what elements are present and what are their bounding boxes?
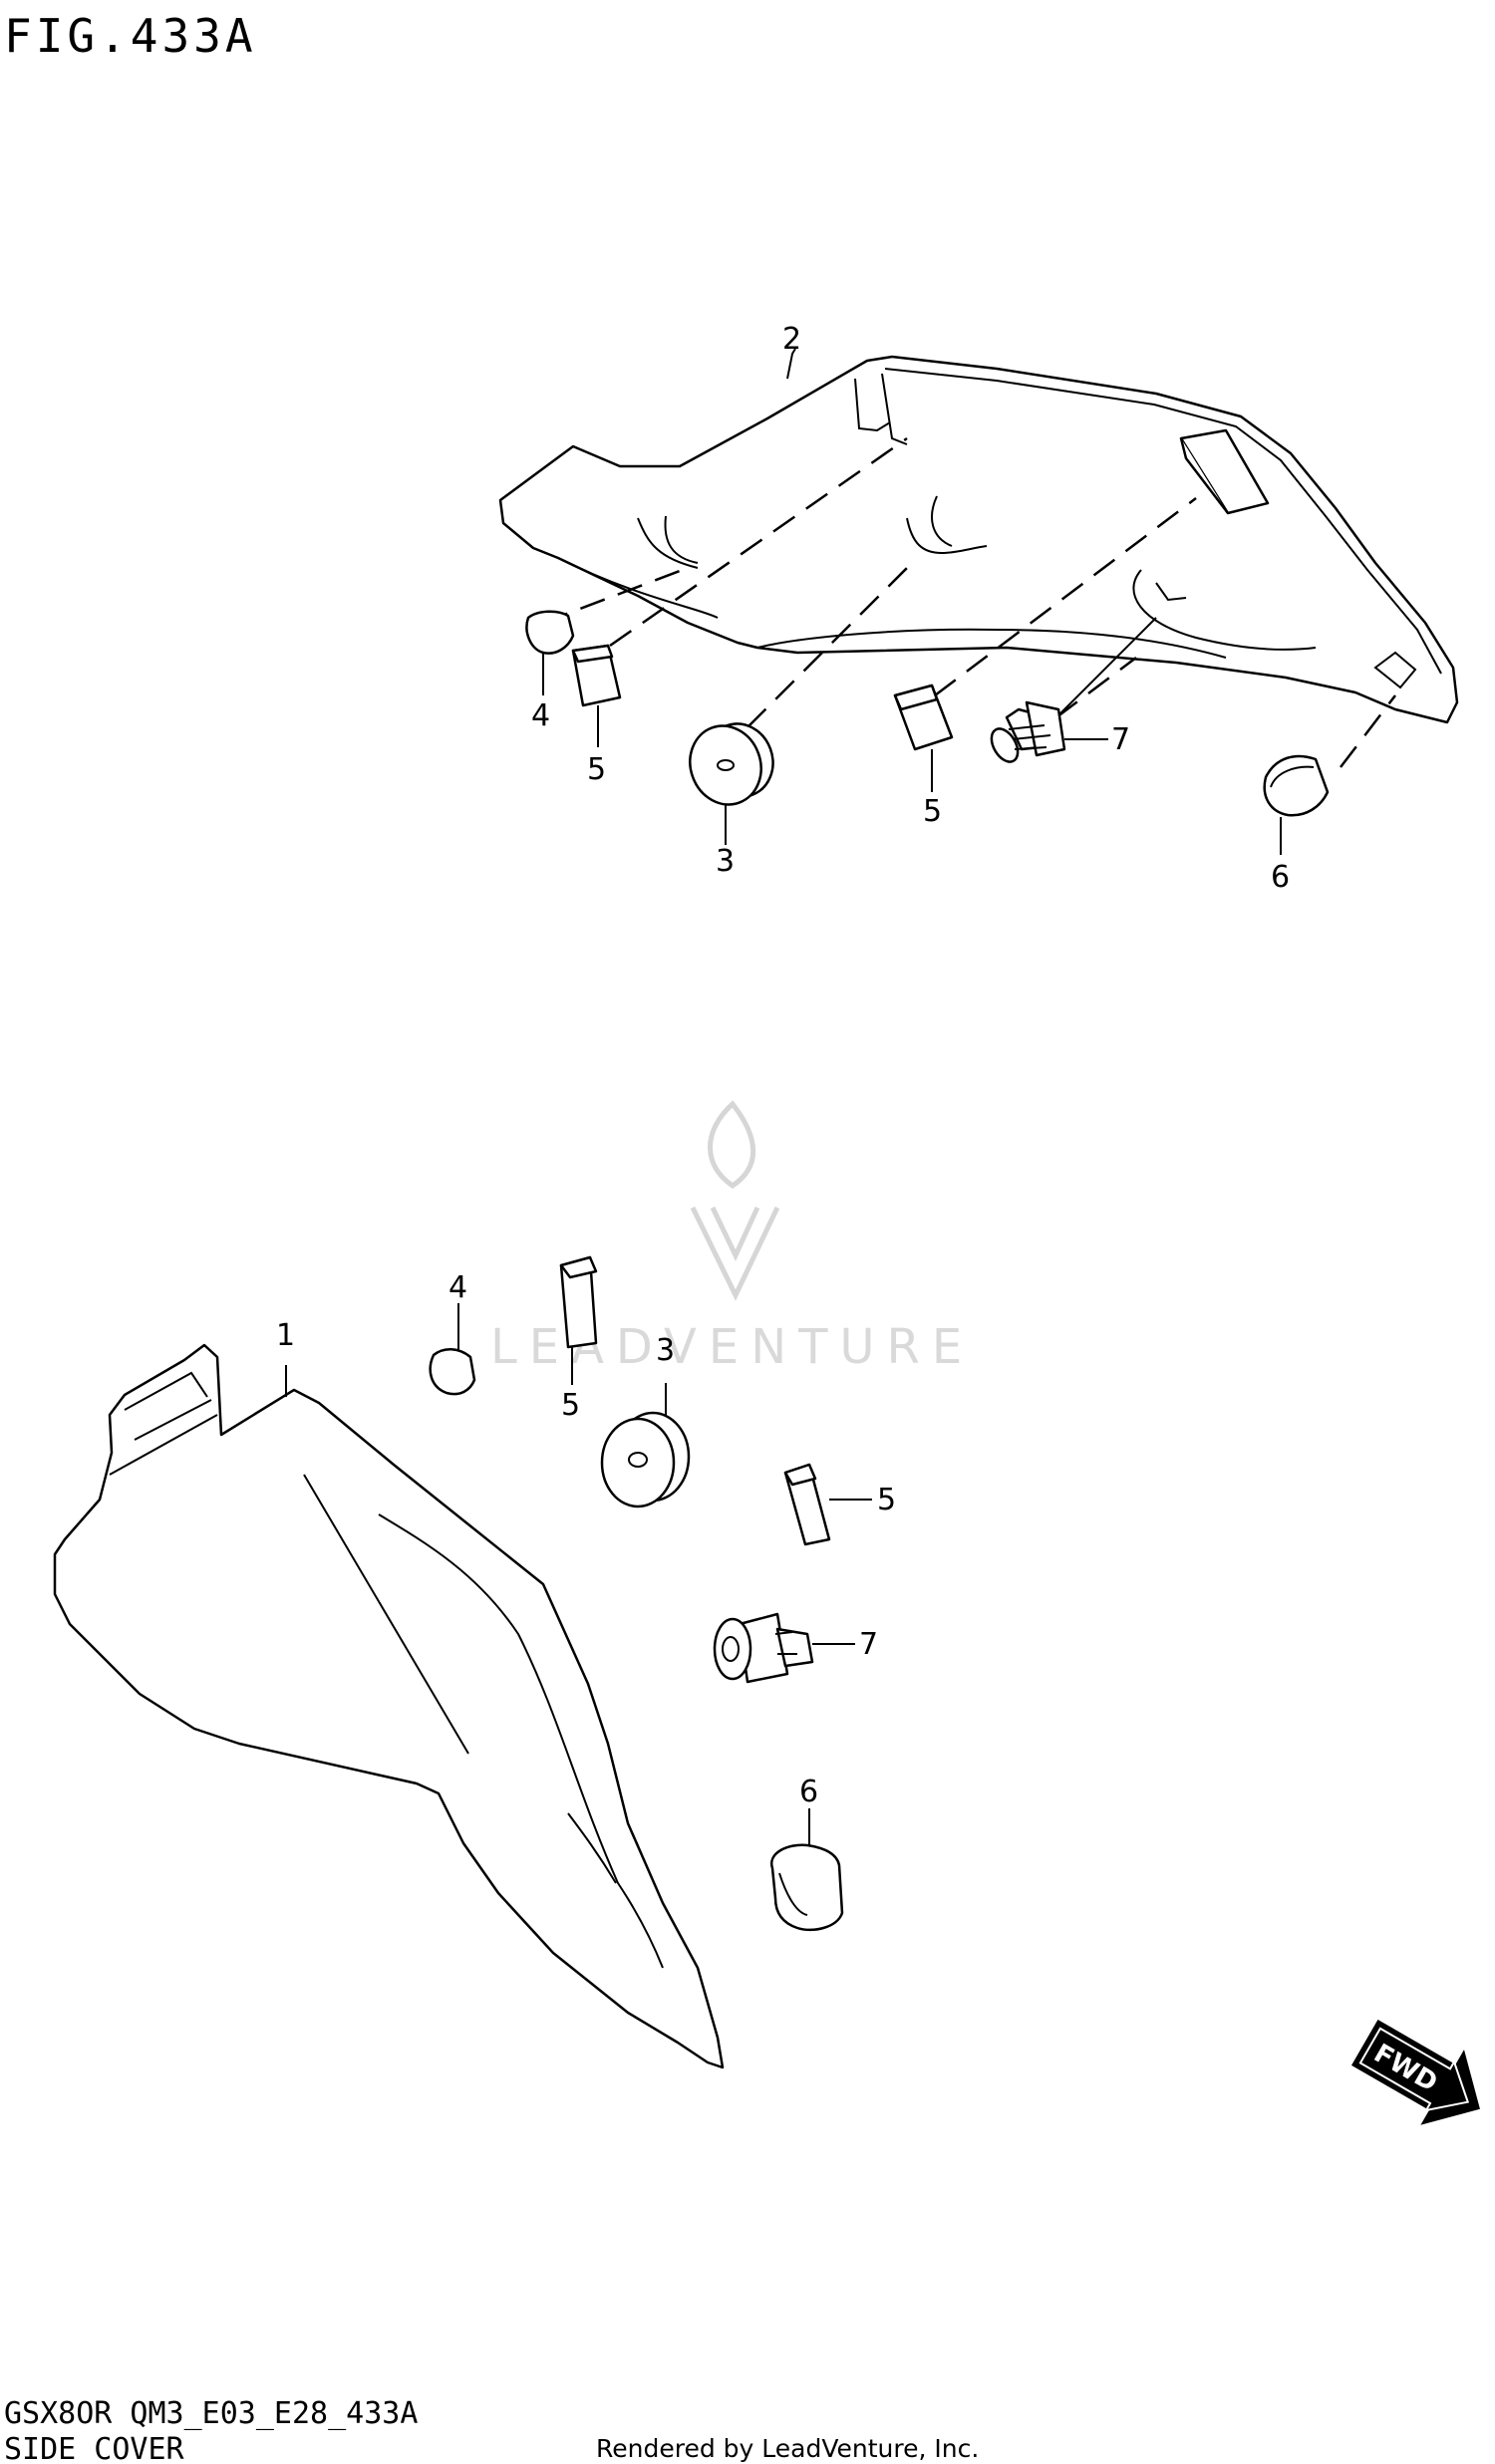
part-3-grommet-lower [600, 1411, 691, 1508]
side-cover-2-outline [498, 355, 1459, 724]
callout-2: 2 [782, 322, 801, 357]
callout-7-lower: 7 [859, 1627, 878, 1662]
fwd-arrow-icon: FWD [1350, 2019, 1480, 2125]
callout-5-upper-left: 5 [587, 752, 606, 787]
lower-assembly: 4 5 3 5 7 [53, 1255, 896, 2069]
figure-code: GSX8OR QM3_E03_E28_433A [4, 2396, 418, 2431]
part-4-grommet-lower [429, 1348, 476, 1396]
figure-title: FIG.433A [4, 9, 257, 63]
callout-4-lower: 4 [448, 1270, 467, 1305]
upper-assembly: 4 5 3 5 7 6 [498, 322, 1459, 895]
part-3-grommet-upper [689, 722, 774, 806]
side-cover-1-outline [53, 1343, 725, 2069]
part-7-clip-lower [713, 1612, 814, 1684]
callout-1: 1 [276, 1318, 295, 1353]
callout-6-lower: 6 [799, 1775, 818, 1809]
render-credit: Rendered by LeadVenture, Inc. [596, 2434, 979, 2463]
callout-5-lower-left: 5 [561, 1388, 580, 1423]
figure-caption: SIDE COVER [4, 2432, 185, 2464]
part-7-clip-upper [990, 700, 1066, 763]
callout-7-upper: 7 [1111, 722, 1130, 757]
part-6-cap-lower [770, 1808, 844, 1932]
callout-5-upper-middle: 5 [923, 794, 942, 829]
part-4-grommet-upper [525, 610, 575, 655]
callout-3-lower: 3 [656, 1333, 675, 1368]
callout-5-lower-right: 5 [877, 1483, 896, 1517]
leadventure-watermark: LEADVENTURE [490, 1100, 974, 1375]
part-6-cap-upper [1263, 754, 1330, 817]
watermark-text: LEADVENTURE [490, 1319, 974, 1375]
callout-4-upper: 4 [531, 698, 550, 733]
callout-3-upper: 3 [716, 844, 735, 879]
callout-6-upper: 6 [1271, 860, 1290, 895]
